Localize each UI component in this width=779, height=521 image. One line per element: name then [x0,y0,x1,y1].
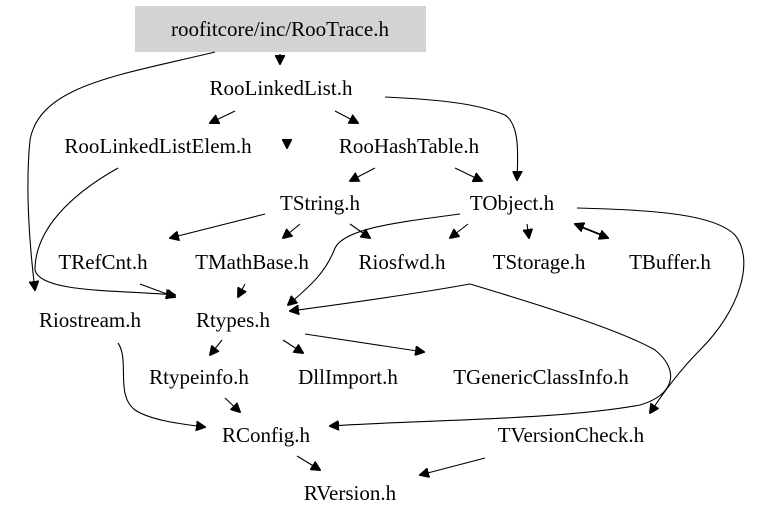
node-trefcnt[interactable]: TRefCnt.h [58,250,148,274]
edge-roohashtable-to-tstring [350,167,376,181]
edge-trefcnt-to-rtypes [139,283,175,297]
node-rtypeinfo[interactable]: Rtypeinfo.h [149,365,249,389]
edge-tstring-to-riosfwd [349,223,370,238]
edge-tobject-to-rtypes [288,213,461,305]
node-roottrace[interactable]: roofitcore/inc/RooTrace.h [171,17,389,41]
edge-tstorage-to-rconfig [330,283,672,426]
edge-tbuffer-to-tobject [575,224,601,235]
edge-riostream-to-rconfig [117,342,205,427]
node-tgenericclassinfo[interactable]: TGenericClassInfo.h [453,365,629,389]
node-roohashtable[interactable]: RooHashTable.h [339,134,480,158]
node-tversioncheck[interactable]: TVersionCheck.h [498,423,645,447]
node-roolinkedlistelem[interactable]: RooLinkedListElem.h [64,134,252,158]
edge-tobject-to-tversioncheck [576,207,745,413]
node-rconfig[interactable]: RConfig.h [222,423,311,447]
node-dllimport[interactable]: DllImport.h [298,365,398,389]
node-riostream[interactable]: Riostream.h [39,308,142,332]
edge-roolinkedlist-to-roolinkedlistelem [210,110,236,123]
node-tstring[interactable]: TString.h [280,191,360,215]
edge-rtypes-to-tgenericclassinfo [304,333,424,352]
root-node-highlight [135,6,426,52]
edge-tobject-to-tstorage [527,223,529,238]
edge-rconfig-to-rversion [296,455,320,470]
edge-tversioncheck-to-rversion [420,457,486,475]
edge-roolinkedlist-to-roohashtable [334,110,358,123]
node-tmathbase[interactable]: TMathBase.h [195,250,309,274]
edges [27,51,745,475]
edge-tstring-to-tmathbase [283,223,301,238]
edge-roottrace-to-riostream [27,51,216,290]
edge-tobject-to-riosfwd [450,223,469,238]
edge-rtypes-to-rtypeinfo [210,339,223,355]
edge-rtypes-to-dllimport [282,339,303,353]
node-rversion[interactable]: RVersion.h [304,481,397,505]
edge-rtypeinfo-to-rconfig [224,397,240,412]
edge-tstorage-to-rtypes [290,283,471,311]
node-rtypes[interactable]: Rtypes.h [196,308,271,332]
node-tstorage[interactable]: TStorage.h [493,250,586,274]
node-tbuffer[interactable]: TBuffer.h [629,250,711,274]
edge-tmathbase-to-rtypes [238,283,245,297]
edge-roolinkedlist-to-tobject [384,96,518,180]
node-roolinkedlist[interactable]: RooLinkedList.h [210,76,353,100]
edge-roohashtable-to-tobject [454,167,482,181]
nodes: roofitcore/inc/RooTrace.h RooLinkedList.… [39,17,711,505]
node-riosfwd[interactable]: Riosfwd.h [359,250,446,274]
node-tobject[interactable]: TObject.h [470,191,555,215]
edge-roolinkedlistelem-to-rtypes [34,167,175,295]
edge-tobject-to-tbuffer [577,225,608,238]
edge-tstring-to-trefcnt [170,213,266,238]
